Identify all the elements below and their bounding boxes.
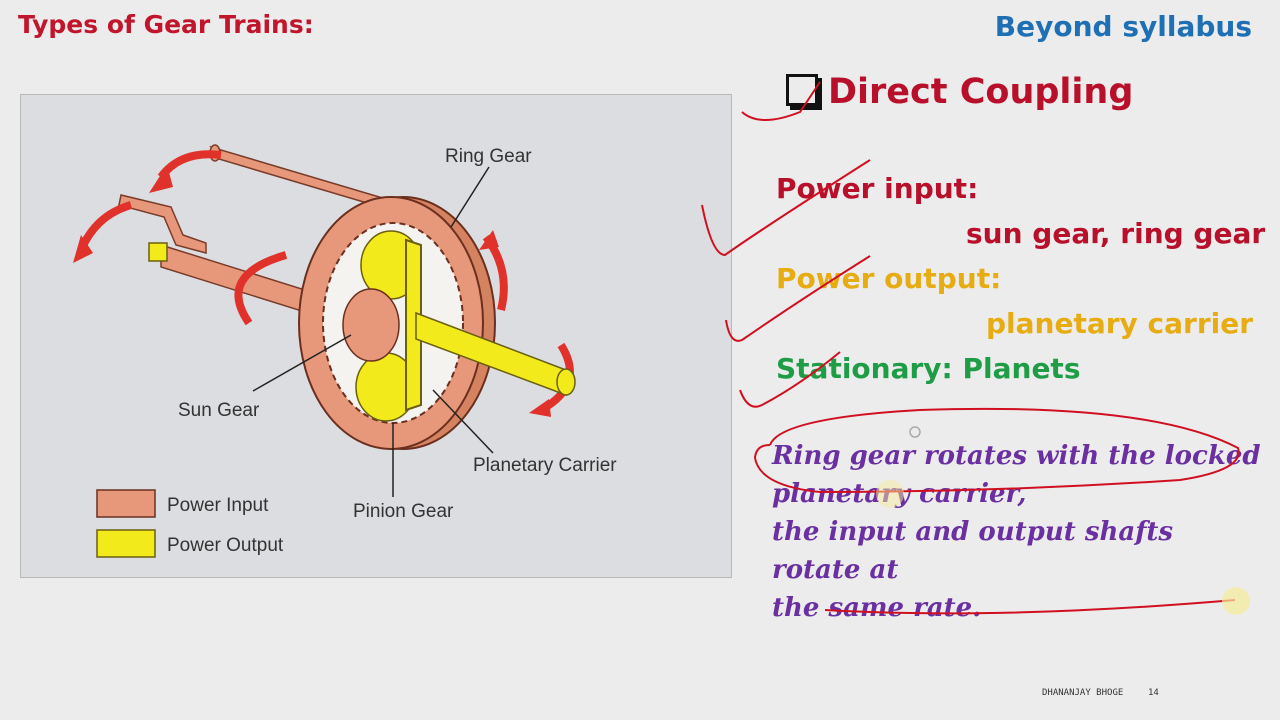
gear-train-diagram: Ring Gear Sun Gear Planetary Carrier Pin… <box>20 94 732 578</box>
output-shaft-tip <box>148 242 168 262</box>
label-pinion-gear: Pinion Gear <box>353 501 454 522</box>
legend-swatch-output <box>96 529 156 558</box>
diagram-svg: Ring Gear Sun Gear Planetary Carrier Pin… <box>73 144 617 558</box>
slide-title: Types of Gear Trains: <box>18 10 314 39</box>
note-line: the input and output shafts rotate at <box>772 517 1174 585</box>
note-line: planetary carrier, <box>772 479 1027 509</box>
leader-lines <box>252 166 494 497</box>
arrow-heads <box>73 165 551 417</box>
note-line: the same rate. <box>772 593 982 623</box>
checkbox-bullet-icon <box>786 74 818 106</box>
beyond-syllabus-tag: Beyond syllabus <box>994 10 1252 43</box>
power-input-value: sun gear, ring gear <box>966 217 1266 250</box>
note-line: Ring gear rotates with the locked <box>772 441 1261 471</box>
carrier-link <box>405 238 422 412</box>
legend-swatch-input <box>96 489 156 518</box>
label-ring-gear: Ring Gear <box>445 146 532 167</box>
section-heading: Direct Coupling <box>786 72 1133 112</box>
page-number: 14 <box>1148 688 1159 698</box>
power-output-label: Power output: <box>776 262 1002 295</box>
label-sun-gear: Sun Gear <box>178 400 260 421</box>
author-footer: DHANANJAY BHOGE <box>1042 688 1124 698</box>
stationary-label: Stationary: Planets <box>776 352 1081 385</box>
heading-text: Direct Coupling <box>828 72 1134 112</box>
power-input-label: Power input: <box>776 172 979 205</box>
output-shaft <box>415 311 576 397</box>
cursor-dot <box>909 426 921 438</box>
legend-label-input: Power Input <box>167 495 269 516</box>
power-output-value: planetary carrier <box>986 307 1254 340</box>
label-planetary-carrier: Planetary Carrier <box>473 455 617 476</box>
legend-label-output: Power Output <box>167 535 284 556</box>
explanation-note: Ring gear rotates with the locked planet… <box>772 437 1262 627</box>
